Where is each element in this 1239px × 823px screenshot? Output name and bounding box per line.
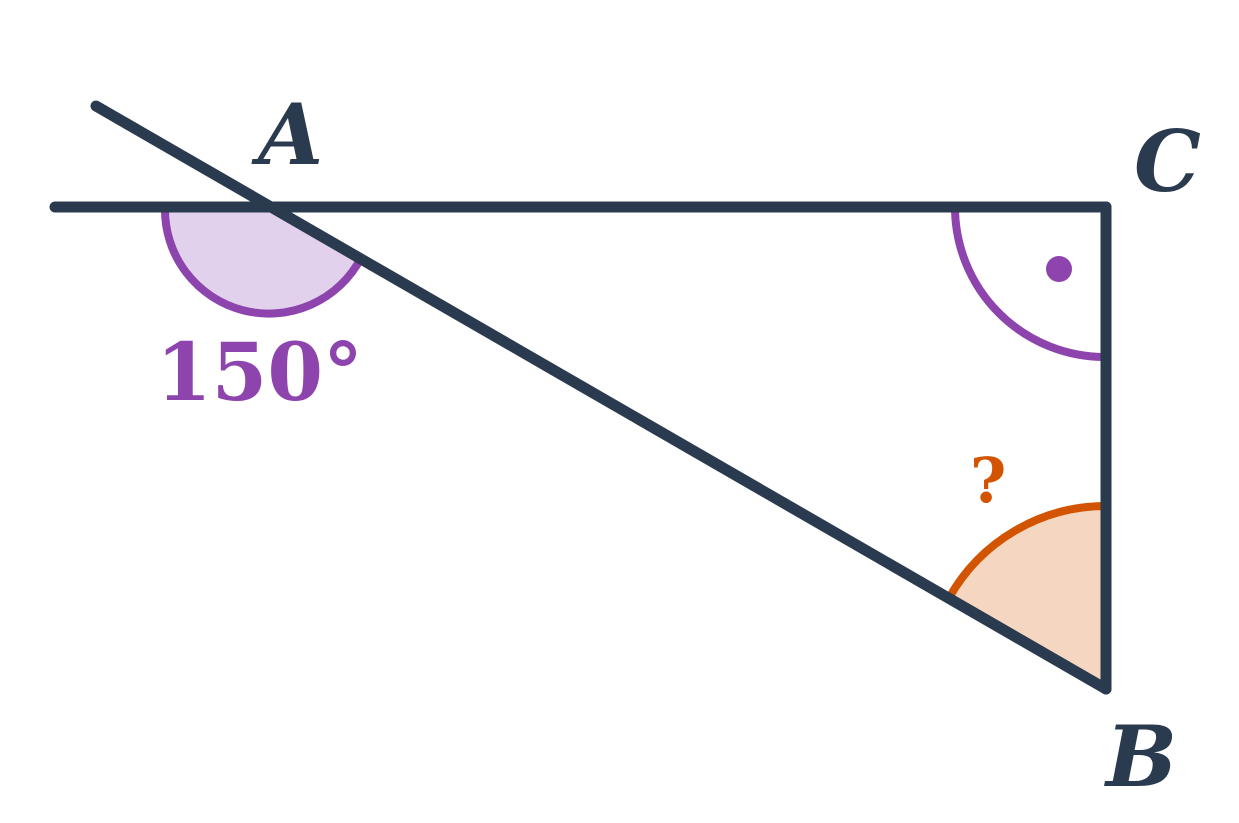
angle-a-arc xyxy=(160,206,365,318)
angle-a-value-label: 150° xyxy=(156,325,363,419)
line-through-a-b xyxy=(90,100,1112,695)
angle-b-arc-fill xyxy=(949,506,1106,689)
vertex-label-c: C xyxy=(1134,112,1201,211)
angle-b-arc xyxy=(945,502,1107,600)
right-angle-dot-c xyxy=(1046,256,1072,282)
angle-b-unknown-label: ? xyxy=(970,444,1006,517)
vertex-label-a: A xyxy=(251,85,323,184)
right-angle-arc-c xyxy=(951,206,1107,362)
vertex-label-b: B xyxy=(1104,707,1177,806)
